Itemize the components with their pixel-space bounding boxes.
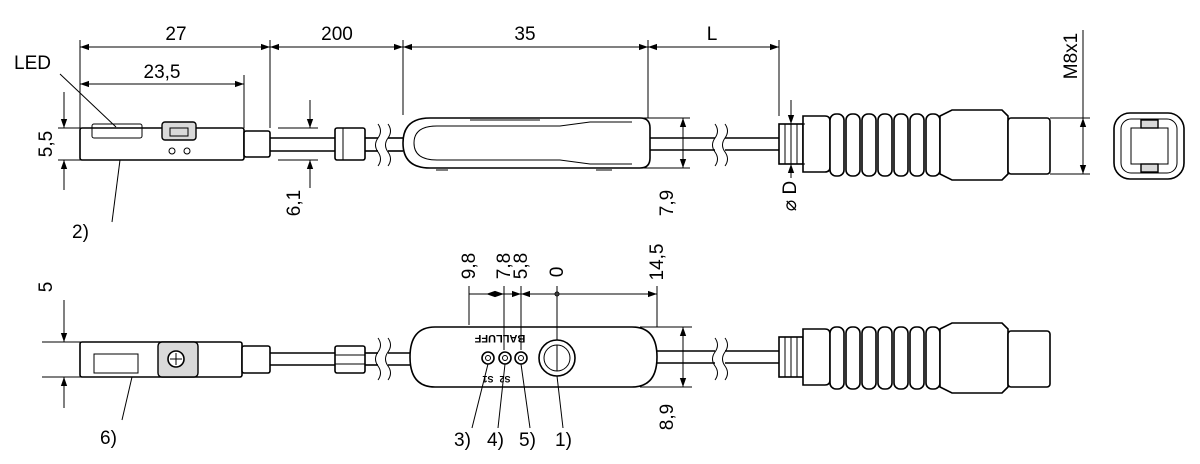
- dim-phi-d: ⌀ D: [780, 181, 801, 211]
- cable-sleeve: [334, 127, 366, 161]
- brand-marking: BALLUFF: [474, 332, 525, 344]
- housing-front: [409, 326, 658, 388]
- clamp-screw: [161, 121, 197, 141]
- dim-8-9: 8,9: [657, 404, 678, 430]
- dim-0: 0: [547, 267, 568, 278]
- callout-5: 5): [519, 430, 536, 451]
- dim-27: 27: [165, 24, 186, 45]
- dim-200: 200: [321, 24, 353, 45]
- dim-14-5: 14,5: [647, 244, 668, 281]
- connector-end-view: [1113, 112, 1185, 180]
- callout-1: 1): [555, 430, 572, 451]
- dim-m8x1: M8x1: [1061, 33, 1082, 79]
- dim-L: L: [707, 24, 718, 45]
- callout-2: 2): [72, 222, 89, 243]
- dim-23-5: 23,5: [144, 62, 181, 83]
- callout-4: 4): [487, 430, 504, 451]
- dim-5: 5: [36, 282, 57, 293]
- dim-7-9: 7,9: [657, 190, 678, 216]
- label-led: LED: [14, 53, 51, 74]
- connector-side: [778, 322, 1051, 394]
- callout-6: 6): [100, 428, 117, 449]
- indicator-s2: [498, 351, 512, 365]
- callout-3: 3): [454, 430, 471, 451]
- top-view: 27 200 35 L 23,5 LED 5,5 2): [14, 24, 1185, 243]
- led-window: [91, 123, 143, 139]
- dim-7-8: 7,8: [494, 253, 515, 279]
- marking-s1: S1: [482, 374, 493, 384]
- connector-top: [778, 109, 1051, 181]
- dim-6-1: 6,1: [284, 190, 305, 216]
- indicator-3: [514, 351, 528, 365]
- bottom-view: 5 6) BALLUFF S1 S2: [36, 244, 1051, 451]
- indicator-s1: [481, 351, 495, 365]
- dim-5-8: 5,8: [511, 253, 532, 279]
- dim-5-5: 5,5: [36, 131, 57, 157]
- dim-9-8: 9,8: [459, 253, 480, 279]
- marking-s2: S2: [499, 374, 510, 384]
- dim-35: 35: [514, 24, 535, 45]
